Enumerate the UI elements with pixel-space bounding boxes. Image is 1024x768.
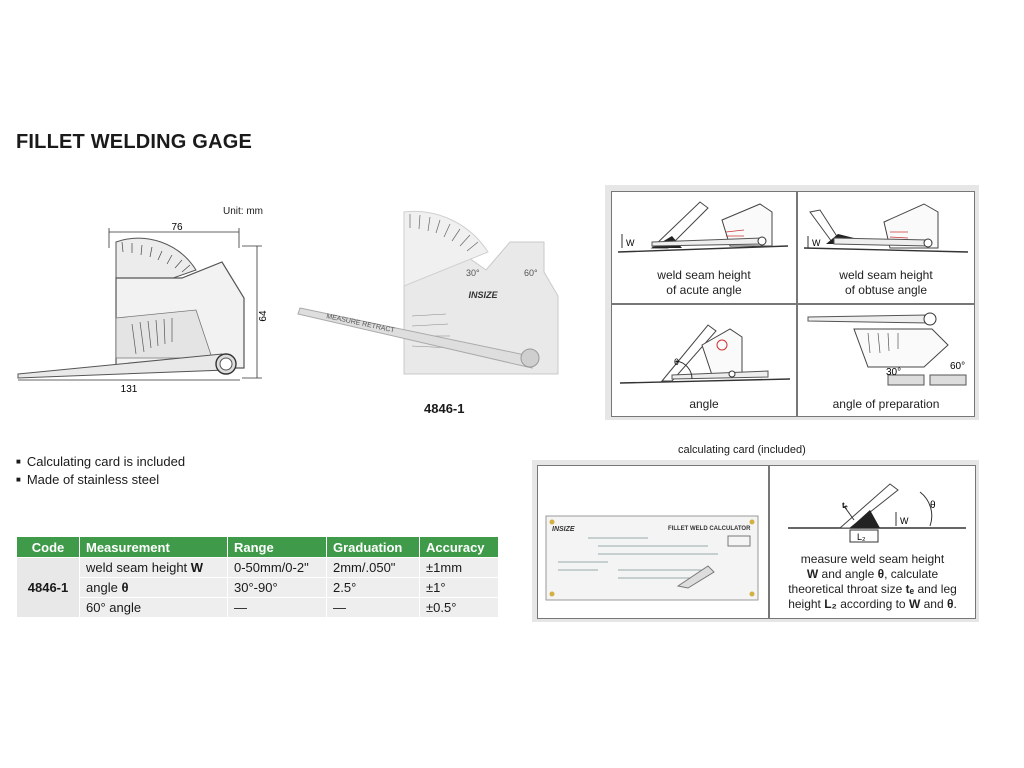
usage-acute-w-label: W [626, 238, 635, 248]
calc-desc-symbol: W [806, 567, 819, 581]
calc-desc-line: measure weld seam height [770, 552, 975, 567]
header-graduation: Graduation [326, 537, 420, 558]
graduation-cell: 2.5° [326, 577, 420, 598]
calc-card-photo-frame: INSIZE FILLET WELD CALCULATOR [537, 465, 769, 619]
usage-obtuse-card: W weld seam height of obtuse angle [797, 191, 975, 304]
header-measurement: Measurement [79, 537, 228, 558]
dim-bottom-label: 131 [121, 384, 138, 395]
code-cell: 4846-1 [17, 557, 80, 617]
usage-prep-30-label: 30° [886, 367, 901, 378]
graduation-cell: 2mm/.050" [326, 557, 420, 578]
calc-desc-text: and [920, 597, 947, 611]
feature-list: Calculating card is included Made of sta… [16, 454, 185, 490]
calc-desc-line: height L₂ according to W and θ. [770, 597, 975, 612]
calc-desc-text: measure weld seam height [800, 552, 945, 566]
table-header-row: Code Measurement Range Graduation Accura… [17, 537, 499, 558]
measurement-cell: 60° angle [79, 597, 228, 617]
unit-label: Unit: mm [223, 206, 263, 217]
usage-acute-caption: weld seam height of acute angle [612, 268, 796, 298]
usage-angle-theta-label: θ [674, 357, 679, 367]
usage-obtuse-w-label: W [812, 238, 821, 248]
calc-w-label: W [900, 516, 909, 526]
calc-card-photo: INSIZE FILLET WELD CALCULATOR [545, 515, 759, 601]
measurement-cell: angle θ [79, 577, 228, 598]
usage-obtuse-illustration: W [803, 203, 969, 253]
calc-desc-symbol: θ [946, 597, 954, 611]
usage-angle-caption: angle [689, 397, 719, 411]
usage-angle-card: θ angle [611, 304, 797, 417]
measurement-text: angle [86, 580, 118, 595]
usage-caption-line: of obtuse angle [844, 283, 928, 297]
calc-desc-symbol: L₂ [824, 597, 837, 611]
calc-desc-text: and angle [818, 567, 878, 581]
calc-description: measure weld seam height W and angle θ, … [770, 552, 975, 612]
dimension-drawing: 76 64 131 [17, 222, 269, 395]
calc-diagram-frame: tₑ W θ L₂ measure weld seam height W and… [769, 465, 976, 619]
range-cell: 0-50mm/0-2" [227, 557, 327, 578]
photo-mark-30: 30° [466, 268, 480, 278]
model-number: 4846-1 [424, 401, 465, 416]
range-cell: — [227, 597, 327, 617]
usage-caption-line: weld seam height [839, 268, 933, 282]
calc-desc-text: , calculate [884, 567, 939, 581]
product-photo: 30° 60° INSIZE MEASURE RETRACT [297, 210, 559, 375]
dim-side-label: 64 [258, 310, 269, 322]
feature-item: Calculating card is included [16, 454, 185, 472]
usage-angle-illustration: θ [619, 324, 791, 384]
header-code: Code [17, 537, 80, 558]
calc-desc-text: . [953, 597, 957, 611]
range-cell: 30°-90° [227, 577, 327, 598]
feature-item: Made of stainless steel [16, 472, 185, 490]
graduation-cell: — [326, 597, 420, 617]
calc-card-caption: calculating card (included) [678, 444, 806, 456]
calc-l2-label: L₂ [857, 532, 866, 542]
usage-prep-60-label: 60° [950, 361, 965, 372]
calc-desc-symbol: W [908, 597, 921, 611]
page-title: FILLET WELDING GAGE [16, 131, 253, 153]
calc-desc-text: and leg [914, 582, 957, 596]
calc-card-brand-logo: INSIZE [552, 526, 575, 533]
usage-preparation-illustration: 30° 60° [807, 312, 967, 386]
accuracy-cell: ±1° [419, 577, 499, 598]
usage-acute-illustration: W [617, 201, 789, 253]
photo-mark-60: 60° [524, 268, 538, 278]
table-row: angle θ 30°-90° 2.5° ±1° [17, 577, 499, 598]
accuracy-cell: ±1mm [419, 557, 499, 578]
spec-table: Code Measurement Range Graduation Accura… [17, 537, 499, 617]
usage-preparation-caption: angle of preparation [832, 397, 940, 411]
measurement-text: weld seam height [86, 560, 188, 575]
calc-desc-symbol: tₑ [905, 582, 915, 596]
calc-desc-line: W and angle θ, calculate [770, 567, 975, 582]
calc-desc-symbol: θ [877, 567, 885, 581]
header-accuracy: Accuracy [419, 537, 499, 558]
table-row: 60° angle — — ±0.5° [17, 597, 499, 617]
usage-preparation-card: 30° 60° angle of preparation [797, 304, 975, 417]
usage-caption-line: weld seam height [657, 268, 751, 282]
usage-caption-line: of acute angle [666, 283, 742, 297]
calc-desc-text: according to [836, 597, 909, 611]
calc-desc-line: theoretical throat size tₑ and leg [770, 582, 975, 597]
usage-obtuse-caption: weld seam height of obtuse angle [798, 268, 974, 298]
accuracy-cell: ±0.5° [419, 597, 499, 617]
dim-top-label: 76 [171, 222, 183, 233]
usage-acute-card: W weld seam height of acute angle [611, 191, 797, 304]
photo-arm-text: MEASURE RETRACT [326, 313, 396, 334]
calc-desc-text: height [788, 597, 825, 611]
header-range: Range [227, 537, 327, 558]
calc-theta-label: θ [930, 500, 936, 511]
measurement-symbol: θ [121, 580, 129, 595]
calc-diagram: tₑ W θ L₂ [788, 483, 966, 543]
calc-te-label: tₑ [842, 501, 848, 510]
measurement-cell: weld seam height W [79, 557, 228, 578]
measurement-text: 60° angle [86, 600, 142, 615]
calc-card-title: FILLET WELD CALCULATOR [668, 526, 751, 532]
measurement-symbol: W [190, 560, 204, 575]
table-row: 4846-1 weld seam height W 0-50mm/0-2" 2m… [17, 557, 499, 617]
calc-desc-text: theoretical throat size [788, 582, 906, 596]
photo-brand-logo: INSIZE [468, 290, 498, 300]
